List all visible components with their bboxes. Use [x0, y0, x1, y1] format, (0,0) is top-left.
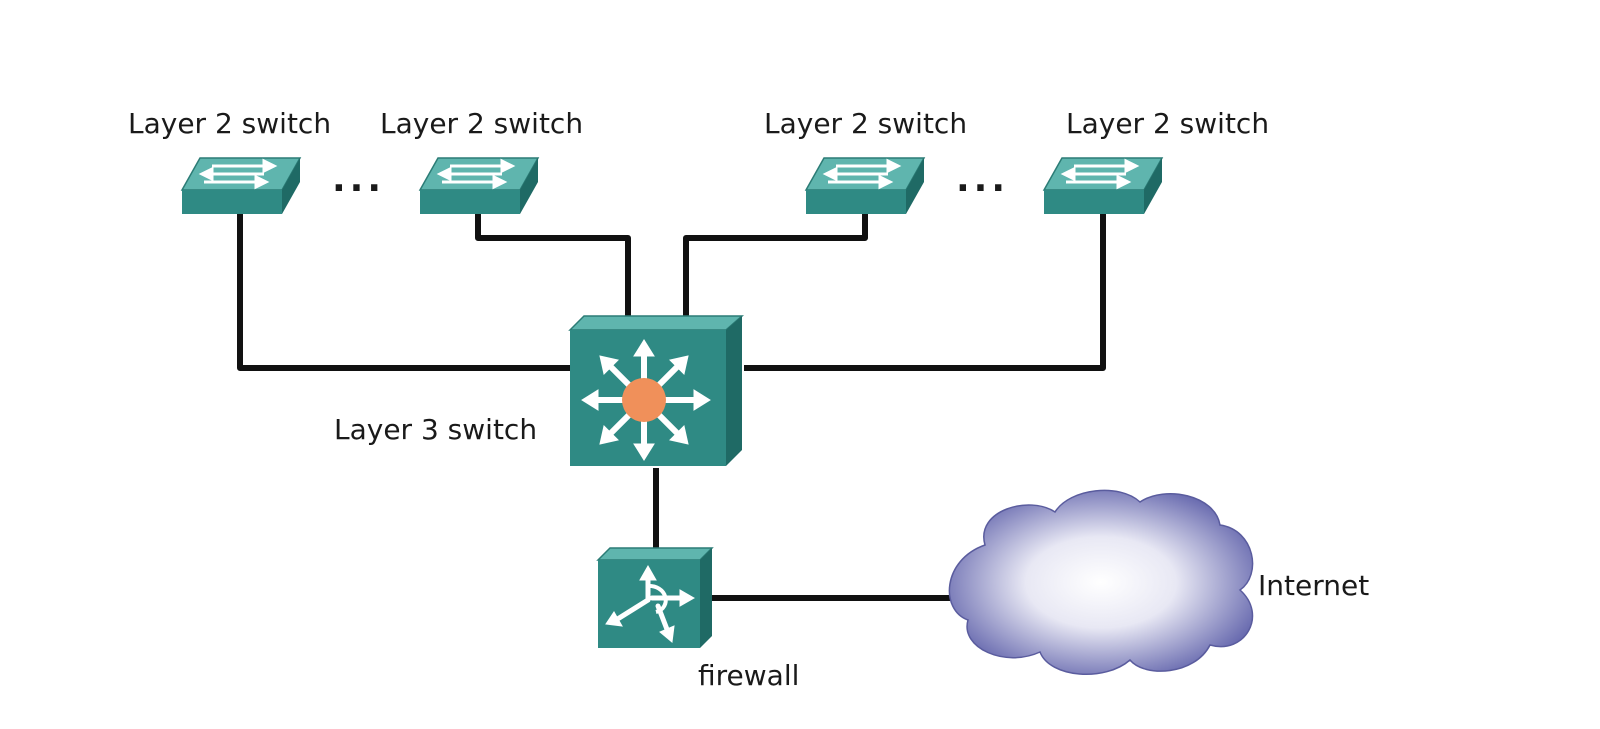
internet-label: Internet	[1258, 569, 1370, 602]
layer3-switch-icon	[568, 315, 744, 466]
link-l2-1-to-l3	[237, 214, 570, 371]
firewall-label: firewall	[698, 659, 800, 692]
firewall-icon	[596, 547, 714, 648]
ellipsis-right: ...	[956, 159, 1010, 200]
layer2-switch-label: Layer 2 switch	[1066, 107, 1270, 140]
cloud-icon	[948, 489, 1254, 676]
link-l2-4-to-l3	[744, 214, 1106, 371]
layer3-switch-label: Layer 3 switch	[334, 413, 538, 446]
layer2-switch-icon	[804, 156, 926, 216]
layer2-switch-icon	[418, 156, 540, 216]
layer2-switch-icon	[1042, 156, 1164, 216]
layer2-switch-label: Layer 2 switch	[128, 107, 332, 140]
layer2-switch-icon	[180, 156, 302, 216]
ellipsis-left: ...	[332, 159, 386, 200]
layer2-switch-label: Layer 2 switch	[380, 107, 584, 140]
link-l2-2-to-l3	[475, 214, 631, 320]
layer2-switch-label: Layer 2 switch	[764, 107, 968, 140]
link-l2-3-to-l3	[683, 214, 868, 320]
